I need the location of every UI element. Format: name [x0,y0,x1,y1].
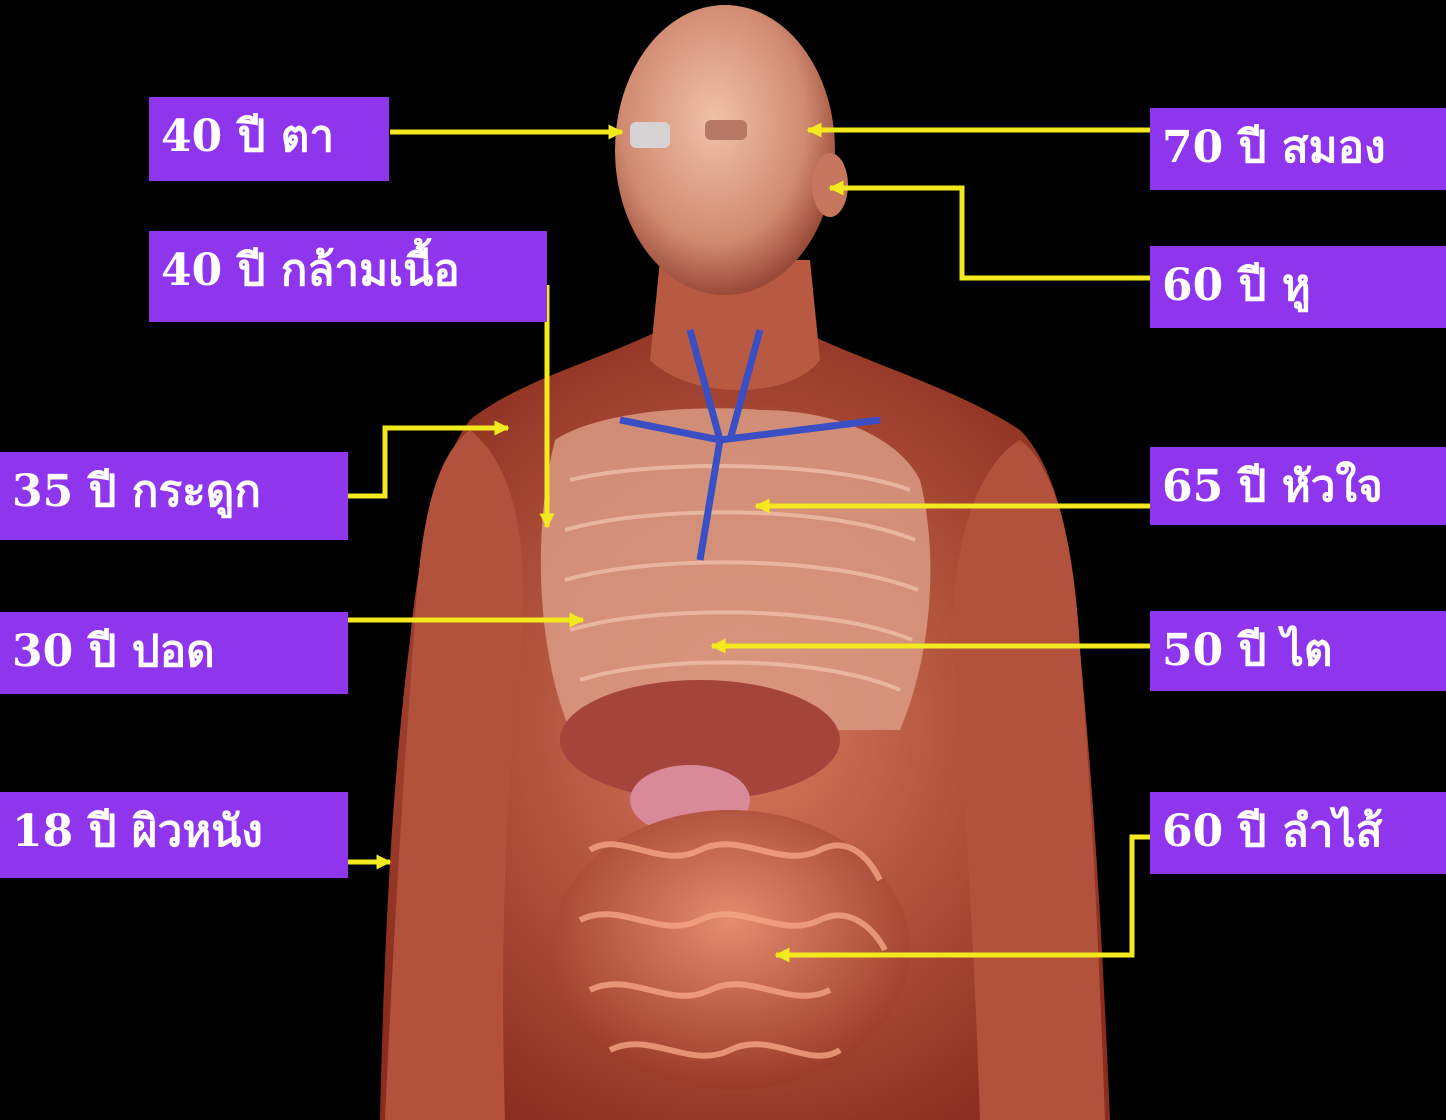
label-lung: 30 ปี ปอด [0,612,348,694]
left-arm [385,430,523,1120]
label-kidney: 50 ปี ไต [1150,611,1446,691]
label-bone: 35 ปี กระดูก [0,452,348,540]
label-ear: 60 ปี หู [1150,246,1446,328]
ear-shape [812,153,848,217]
arrow-ear [830,188,1150,278]
label-intestine: 60 ปี ลำไส้ [1150,792,1446,874]
eye-shape [630,122,670,148]
label-brain: 70 ปี สมอง [1150,108,1446,190]
label-skin: 18 ปี ผิวหนัง [0,792,348,878]
eye-shape-right [705,120,747,140]
label-heart: 65 ปี หัวใจ [1150,447,1446,525]
head [615,5,835,295]
label-muscle: 40 ปี กล้ามเนื้อ [149,231,547,322]
label-eye: 40 ปี ตา [149,97,389,181]
